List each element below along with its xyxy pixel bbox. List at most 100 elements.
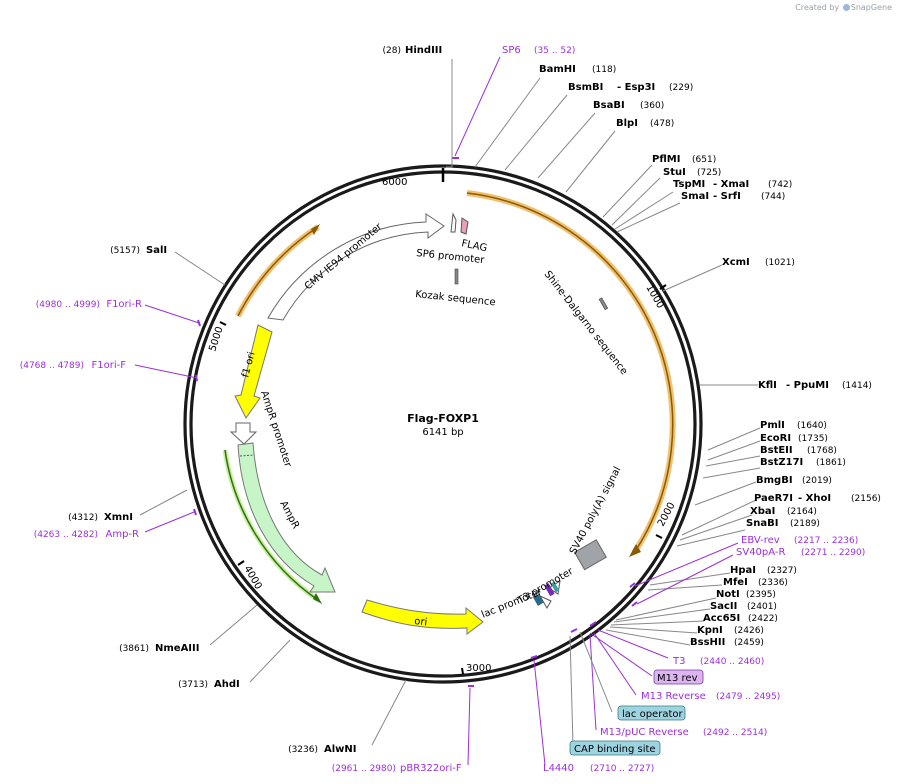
feature-leaders: [569, 631, 613, 746]
sacii-name: SacII: [710, 601, 737, 612]
blpi-name: BlpI: [616, 118, 638, 129]
sv40pa-primer-range: (2271 .. 2290): [801, 548, 865, 558]
ecori-name: EcoRI: [760, 433, 791, 444]
kfli-alt: - PpuMI: [786, 380, 829, 391]
snapgene-watermark: Created by SnapGene: [795, 3, 892, 12]
bsabi-pos: (360): [640, 101, 664, 111]
t3-lac-cluster: [532, 579, 561, 609]
bsshii-name: BssHII: [690, 637, 725, 648]
noti-pos: (2395): [746, 590, 776, 600]
smai-alt: - SrfI: [713, 191, 741, 202]
cmv-promoter-feature: CMV IE94 promoter: [267, 213, 445, 321]
paer7i-name: PaeR7I: [754, 493, 793, 504]
pbr-primer-range: (2961 .. 2980): [332, 764, 396, 774]
kfli-name: KflI: [758, 380, 777, 391]
m13reverse-primer-range: (2479 .. 2495): [716, 692, 780, 702]
pmli-pos: (1640): [797, 421, 827, 431]
ebv-primer-name: EBV-rev: [741, 535, 780, 546]
tspmi-alt: - XmaI: [713, 179, 749, 190]
lac-operator-box: [617, 705, 686, 721]
enzyme-leaders: [139, 59, 761, 746]
bsshii-pos: (2459): [734, 638, 764, 648]
sv40-feature: [573, 539, 607, 571]
t3-primer-name: T3: [672, 656, 685, 667]
orf-left-arrowhead-icon: [311, 224, 320, 235]
m13-rev-mark: [544, 583, 555, 597]
lac-promoter-feature: [538, 594, 552, 609]
lac-operator-mark: [550, 581, 560, 593]
bsmbi-alt: - Esp3I: [617, 82, 655, 93]
primer-labels: SP6 (35 .. 52) F1ori-R (4980 .. 4999) F1…: [20, 45, 866, 774]
nmeaiii-name: NmeAIII: [155, 643, 199, 654]
alwni-name: AlwNI: [324, 744, 357, 755]
snabi-pos: (2189): [790, 519, 820, 529]
l4440-primer-name: L4440: [543, 763, 574, 774]
blpi-pos: (478): [650, 119, 674, 129]
cap-site-box: [569, 740, 661, 756]
m13-rev-primer-name: M13 rev: [657, 673, 698, 684]
acc65i-pos: (2422): [748, 614, 778, 624]
alwni-pos: (3236): [288, 745, 318, 755]
bsmbi-name: BsmBI: [568, 82, 603, 93]
kfli-pos: (1414): [842, 381, 872, 391]
mfei-pos: (2336): [758, 578, 788, 588]
amp-primer-range: (4263 .. 4282): [34, 530, 98, 540]
tspmi-pos: (742): [768, 180, 792, 190]
ampr-promoter-label: AmpR promoter: [258, 390, 293, 470]
stui-pos: (725): [697, 168, 721, 178]
hpai-pos: (2327): [767, 566, 797, 576]
enzyme-labels-top: (28) HindIII BamHI (118) BsmBI - Esp3I (…: [383, 45, 795, 268]
m13puc-primer-range: (2492 .. 2514): [703, 728, 767, 738]
cap-site-mark: [532, 593, 544, 606]
xcmi-pos: (1021): [765, 258, 795, 268]
noti-name: NotI: [716, 589, 740, 600]
pmli-name: PmlI: [760, 420, 785, 431]
f1ori-feature: f1 ori: [234, 324, 273, 419]
orf-arc-left: [235, 224, 320, 318]
xmni-pos: (4312): [68, 513, 98, 523]
paer7i-pos: (2156): [851, 494, 881, 504]
tick-label-3000: 3000: [466, 663, 491, 674]
watermark-created-by: Created by: [795, 3, 840, 12]
hindiii-name: HindIII: [405, 45, 442, 56]
sp6-primer-range: (35 .. 52): [534, 46, 575, 56]
plasmid-size: 6141 bp: [422, 427, 463, 438]
cap-site-name: CAP binding site: [574, 744, 656, 755]
bsabi-name: BsaBI: [593, 100, 625, 111]
hpai-name: HpaI: [730, 565, 756, 576]
amp-primer-name: Amp-R: [106, 529, 140, 540]
nmeaiii-pos: (3861): [119, 644, 149, 654]
flag-feature: [460, 217, 469, 235]
orf-arrowhead-icon: [629, 544, 641, 557]
f1orif-primer-name: F1ori-F: [92, 360, 127, 371]
shine-dalgarno-label: Shine-Dalgarno sequence: [542, 269, 630, 377]
xmni-name: XmnI: [104, 512, 133, 523]
kpni-pos: (2426): [734, 626, 764, 636]
bsteii-name: BstEII: [760, 445, 793, 456]
orf-arc: [466, 190, 676, 557]
sali-name: SalI: [146, 245, 167, 256]
sv40pa-primer-name: SV40pA-R: [736, 547, 785, 558]
tspmi-name: TspMI: [673, 179, 705, 190]
ebv-primer-range: (2217 .. 2236): [794, 536, 858, 546]
paer7i-alt: - XhoI: [798, 493, 831, 504]
acc65i-name: Acc65I: [703, 613, 740, 624]
ampr-arc-arrowhead-icon: [313, 593, 322, 604]
l4440-primer-range: (2710 .. 2727): [590, 764, 654, 774]
bmgbi-name: BmgBI: [756, 475, 793, 486]
f1orir-primer-name: F1ori-R: [106, 299, 142, 310]
bsmbi-pos: (229): [669, 83, 693, 93]
f1orif-primer-range: (4768 .. 4789): [20, 361, 84, 371]
t3-primer-range: (2440 .. 2460): [700, 657, 764, 667]
shine-dalgarno-feature: [598, 297, 609, 311]
pflmi-pos: (651): [692, 155, 716, 165]
kozak-feature: [454, 268, 459, 285]
bsteii-pos: (1768): [807, 446, 837, 456]
sp6-primer-name: SP6: [502, 45, 521, 56]
ampr-label: AmpR: [277, 499, 301, 531]
m13-rev-box: [653, 669, 704, 685]
primer-leaders: [134, 56, 739, 766]
pbr-primer-name: pBR322ori-F: [400, 763, 462, 774]
m13reverse-primer-name: M13 Reverse: [641, 691, 706, 702]
